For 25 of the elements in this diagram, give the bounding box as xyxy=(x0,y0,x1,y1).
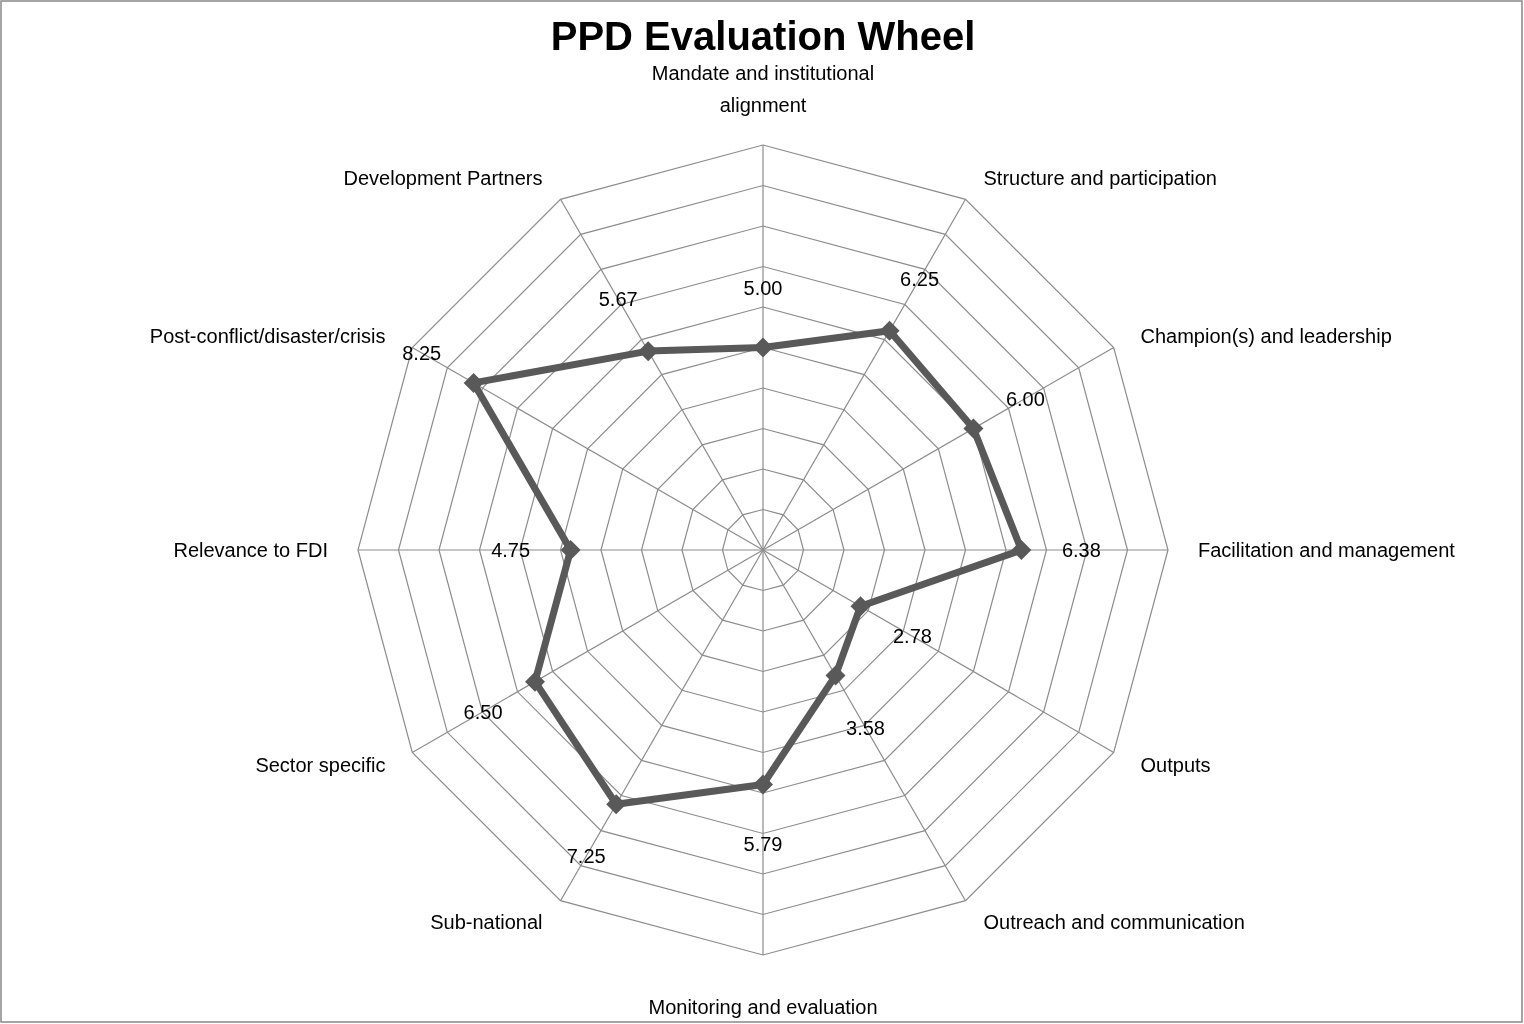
data-label: 3.58 xyxy=(846,715,885,741)
data-label: 8.25 xyxy=(402,340,442,366)
data-label: 5.00 xyxy=(743,275,783,301)
axis-label: Mandate and institutional alignment xyxy=(650,61,876,118)
data-label: 5.79 xyxy=(743,832,783,858)
data-label: 6.25 xyxy=(900,266,940,292)
axis-label: Sub-national xyxy=(430,909,543,935)
data-label: 6.38 xyxy=(1061,538,1101,563)
axis-label: Development Partners xyxy=(343,166,543,192)
data-label: 6.50 xyxy=(463,699,503,725)
data-label: 7.25 xyxy=(566,844,606,870)
data-label: 2.78 xyxy=(893,624,932,650)
chart-title: PPD Evaluation Wheel xyxy=(550,13,976,60)
axis-label: Relevance to FDI xyxy=(173,538,328,563)
axis-label: Outreach and communication xyxy=(983,909,1245,935)
axis-label: Structure and participation xyxy=(983,166,1217,192)
data-label: 5.67 xyxy=(598,287,638,313)
axis-label: Facilitation and management xyxy=(1198,538,1455,563)
axis-label: Champion(s) and leadership xyxy=(1140,323,1392,349)
axis-label: Post-conflict/disaster/crisis xyxy=(149,323,386,349)
axis-label: Outputs xyxy=(1140,752,1211,778)
axis-label: Sector specific xyxy=(255,752,386,778)
axis-label: Monitoring and evaluation xyxy=(648,995,878,1020)
data-label: 6.00 xyxy=(1005,386,1045,412)
data-label: 4.75 xyxy=(491,538,531,563)
